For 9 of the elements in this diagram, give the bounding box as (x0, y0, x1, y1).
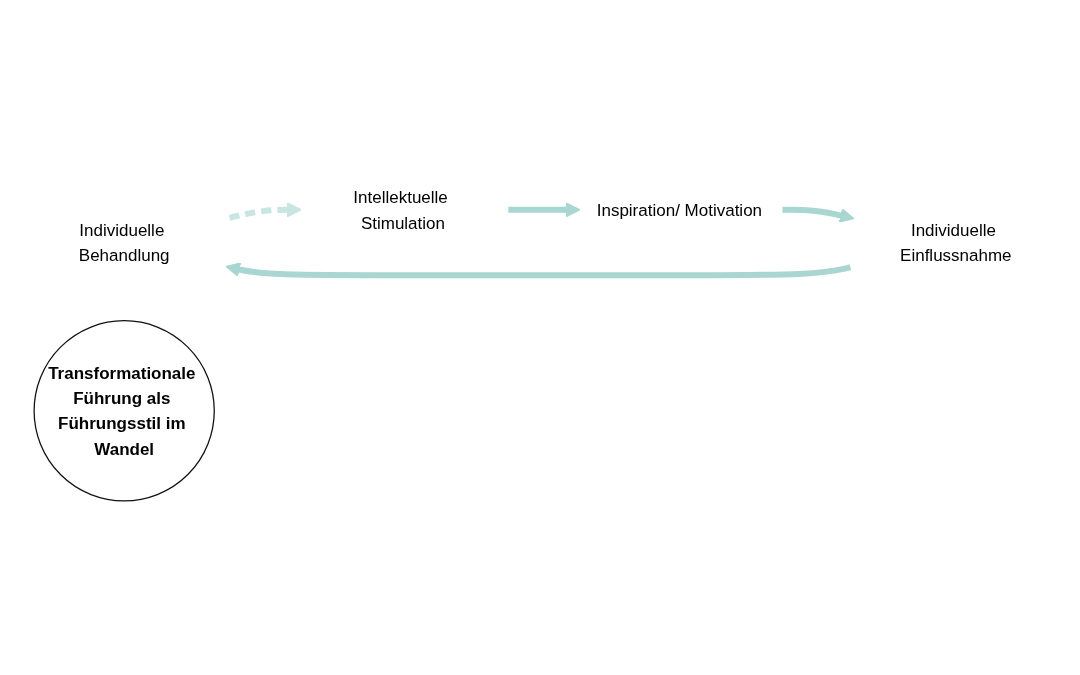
arrow (225, 262, 852, 279)
arrow (782, 206, 855, 223)
node-text: Individuelle Behandlung (78, 220, 170, 265)
node-text: Individuelle Einflussnahme (900, 220, 1012, 265)
node-text: Inspiration/ Motivation (596, 200, 763, 220)
node-circle: Transformationale Führung als Führungsstil im Wandel (33, 320, 215, 502)
arrow (508, 202, 581, 218)
node-text: Intellektuelle Stimulation (353, 187, 448, 232)
arrow (228, 202, 302, 221)
